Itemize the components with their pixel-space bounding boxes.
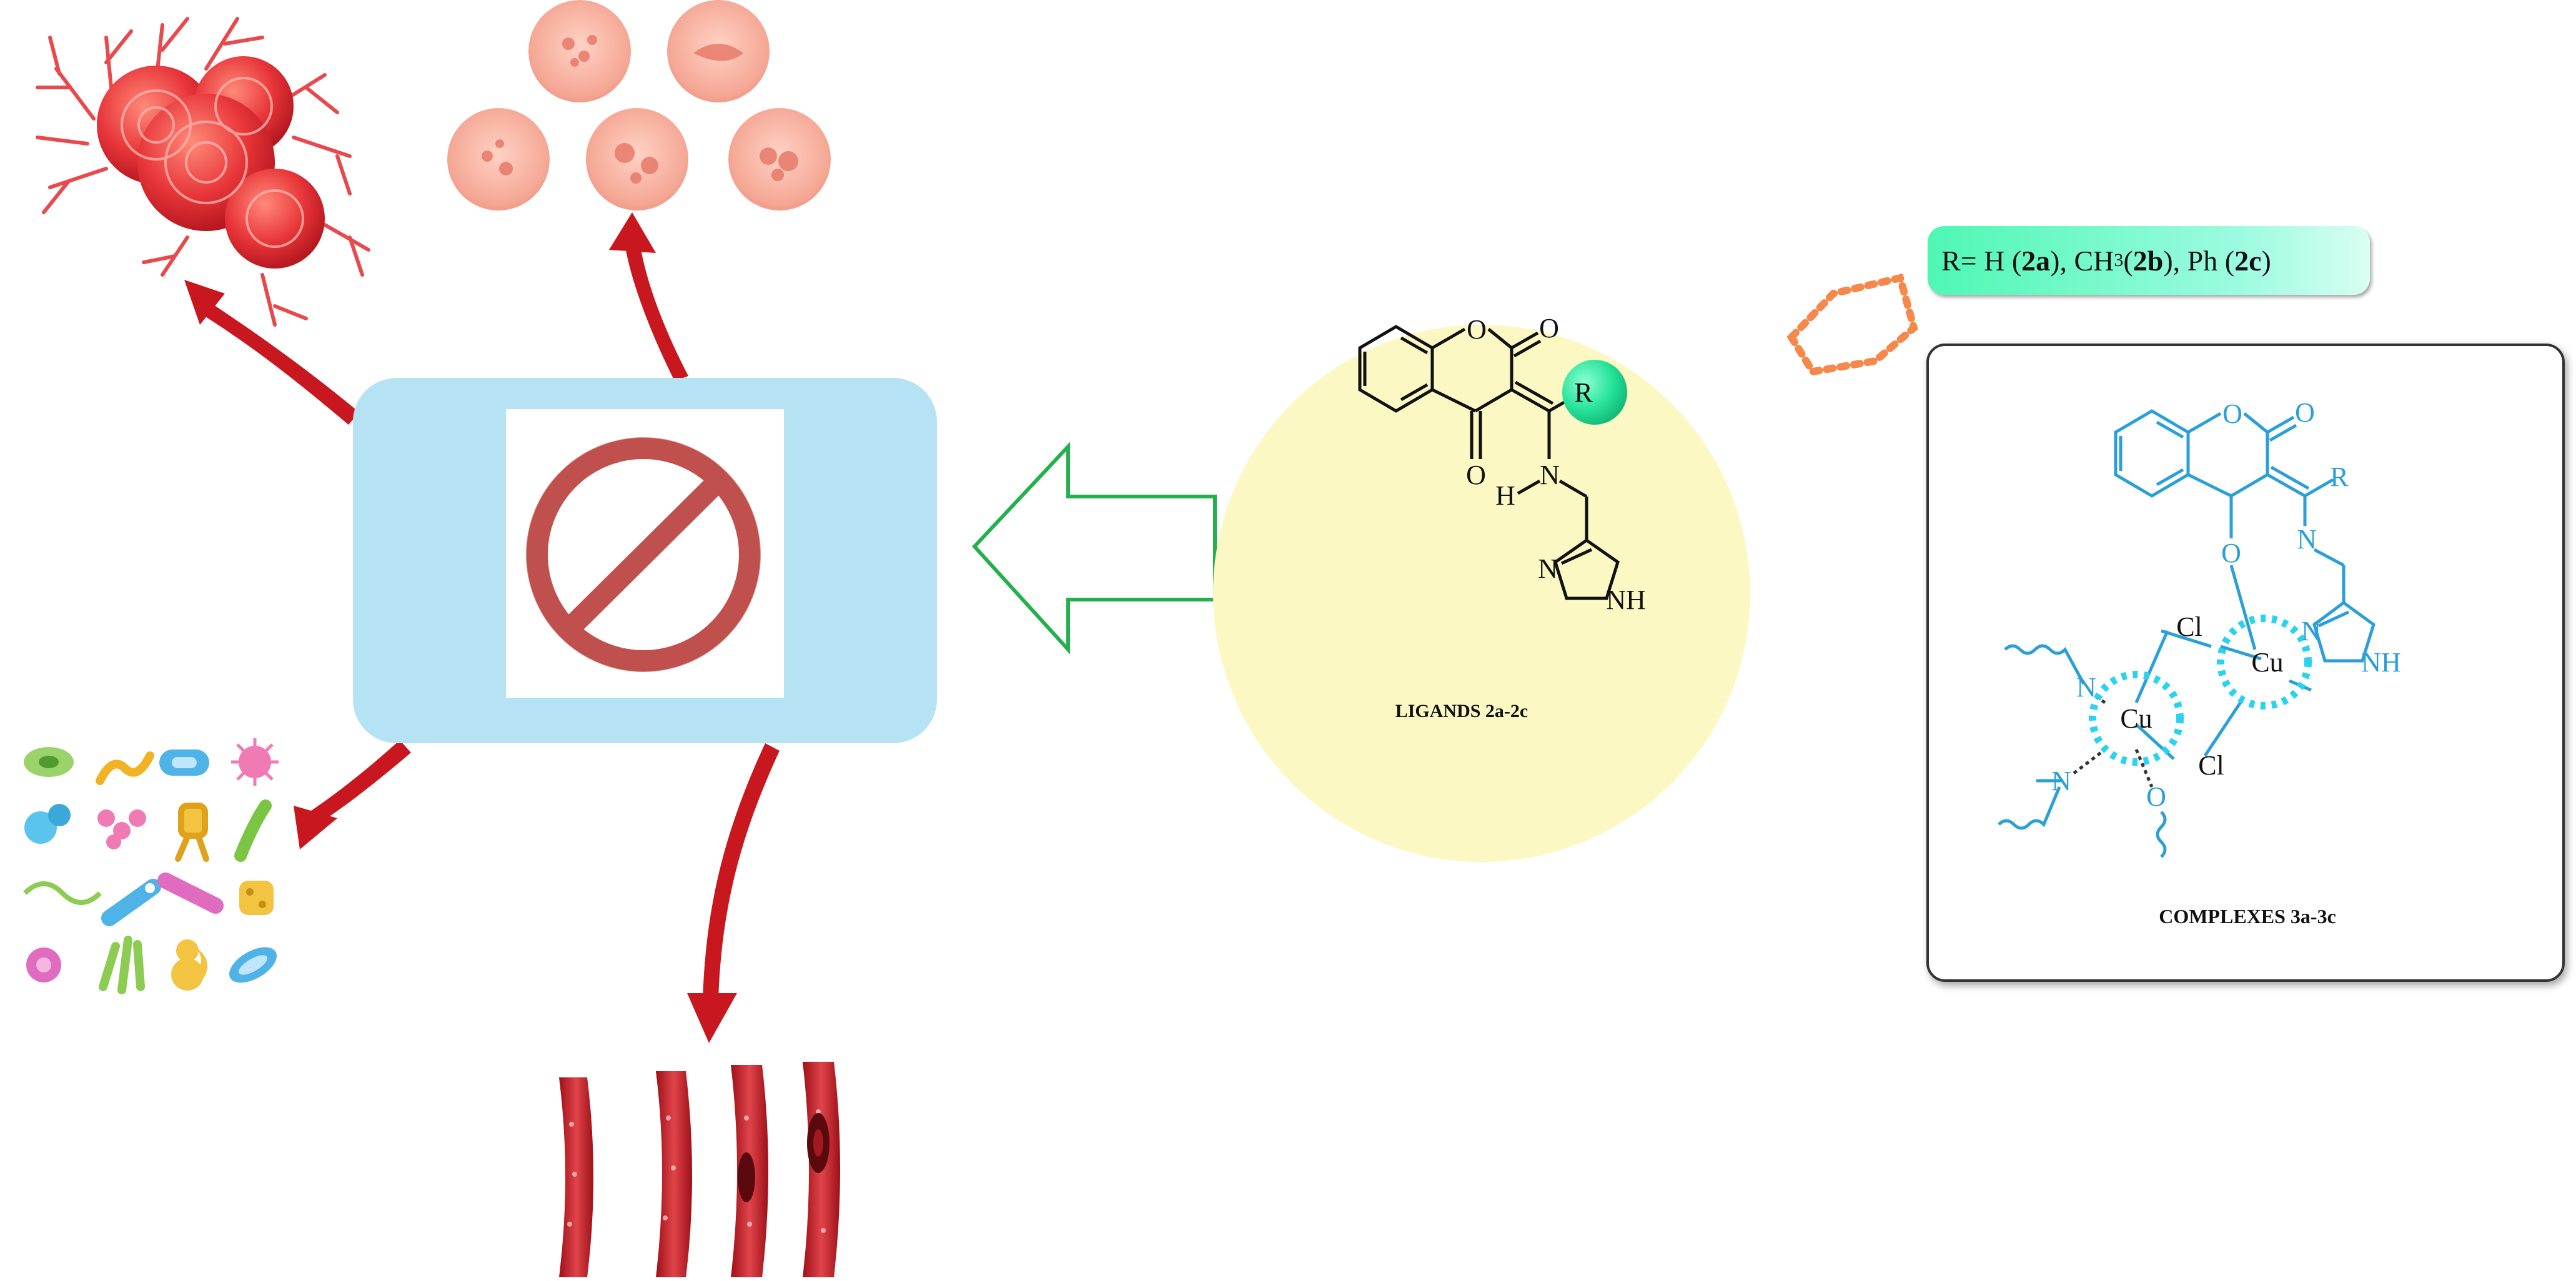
red-arrows xyxy=(184,212,780,1043)
complex-o-carbonyl: O xyxy=(2295,397,2315,428)
complex-n-imidazole: N xyxy=(2301,616,2321,646)
complex-cu-right: Cu xyxy=(2251,647,2283,678)
legend-sub3: 3 xyxy=(2114,250,2124,270)
ligand-o-ring: O xyxy=(1467,314,1487,345)
ligand-r: R xyxy=(1574,377,1593,408)
complex-cl-bottom: Cl xyxy=(2198,750,2224,781)
complex-n: N xyxy=(2297,524,2317,555)
complex-nh: NH xyxy=(2361,647,2401,678)
ligand-o-ketone: O xyxy=(1466,460,1486,490)
complex-n-ext-1: N xyxy=(2076,672,2096,703)
complex-panel: O O R O N Cl Cl Cu Cu N NH N N O COMPLEX… xyxy=(1926,344,2565,982)
complex-r: R xyxy=(2330,462,2349,492)
complex-cl-top: Cl xyxy=(2176,611,2202,642)
ligand-panel: O O O R N H N NH LIGANDS 2a-2c xyxy=(1213,313,1750,862)
ligand-o-carbonyl: O xyxy=(1539,313,1559,344)
blood-vessels-icon xyxy=(559,1062,840,1277)
tumor-cluster-icon xyxy=(36,17,370,327)
open-arrow-icon xyxy=(971,442,1217,655)
legend-mid3: ), Ph ( xyxy=(2163,244,2235,277)
ligand-h: H xyxy=(1495,480,1515,511)
legend-mid2: ( xyxy=(2123,244,2133,277)
complex-o-ring: O xyxy=(2222,398,2242,429)
complex-o-bridge: O xyxy=(2221,538,2241,568)
ligand-n-imidazole: N xyxy=(1538,553,1558,584)
complex-n-ext-2: N xyxy=(2051,766,2071,796)
ligand-nh: NH xyxy=(1606,585,1646,615)
legend-mid1: ), CH xyxy=(2050,244,2114,277)
legend-prefix: R= H ( xyxy=(1941,244,2022,277)
legend-2c: 2c xyxy=(2234,244,2262,277)
complex-label: COMPLEXES 3a-3c xyxy=(2159,905,2336,927)
legend-2b: 2b xyxy=(2133,244,2164,277)
ligand-n: N xyxy=(1540,460,1560,490)
legend-suffix: ) xyxy=(2261,244,2271,277)
prohibition-icon xyxy=(526,437,761,672)
inhibition-panel xyxy=(353,378,937,743)
microbes-grid-icon xyxy=(23,738,279,994)
complex-cu-left: Cu xyxy=(2120,703,2152,734)
dotted-outline xyxy=(1786,273,1918,376)
ligand-label: LIGANDS 2a-2c xyxy=(1395,701,1528,721)
legend-2a: 2a xyxy=(2021,244,2051,277)
complex-o-ext: O xyxy=(2146,781,2166,812)
cell-dishes-icon xyxy=(447,0,831,210)
